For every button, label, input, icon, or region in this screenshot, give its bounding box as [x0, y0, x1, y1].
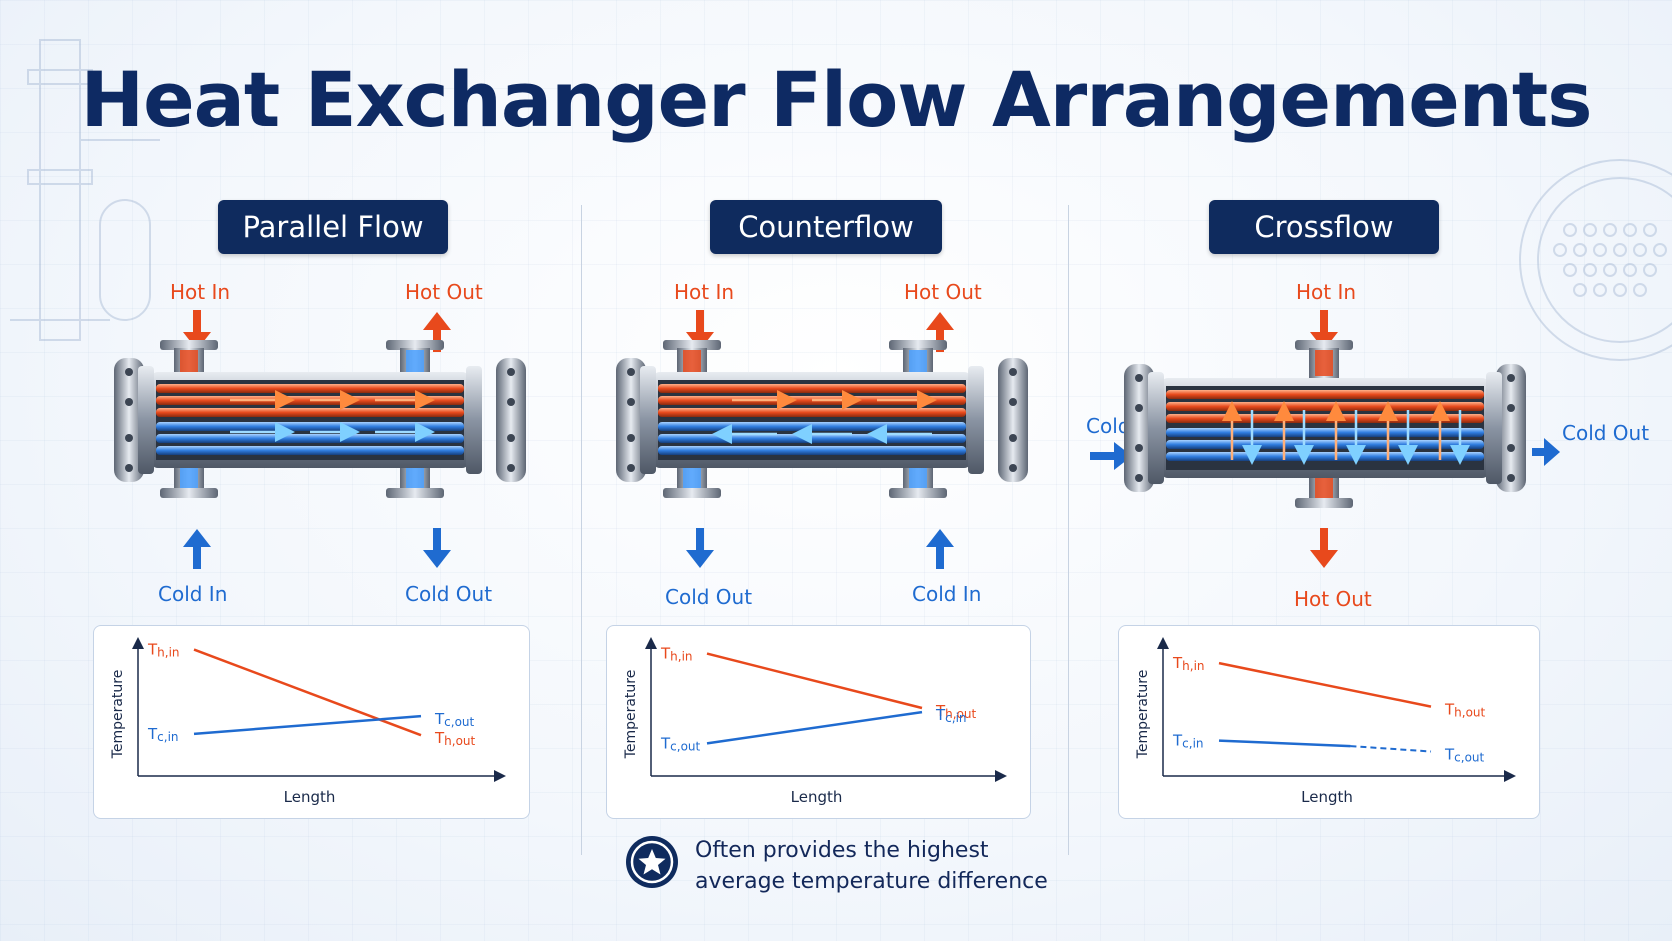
series-end-label: Th,out: [434, 729, 476, 748]
panel-title-parallel-flow: Parallel Flow: [218, 200, 448, 254]
x-axis-label: Length: [1301, 788, 1353, 806]
cold-out-arrow-icon: [423, 528, 451, 568]
counterflow-hot-in-label: Hot In: [674, 280, 735, 304]
series-line: [1218, 661, 1432, 708]
series-start-label: Tc,in: [147, 725, 179, 744]
note-line-2: average temperature difference: [695, 869, 1048, 894]
series-start-label: Th,in: [660, 645, 693, 664]
series-start-label: Tc,in: [1172, 732, 1204, 751]
series-line: [193, 648, 422, 737]
panel-divider: [581, 205, 582, 855]
panel-title-counterflow: Counterflow: [710, 200, 942, 254]
counterflow-hot-out-label: Hot Out: [904, 280, 982, 304]
series-end-label: Tc,in: [935, 706, 967, 725]
star-badge-icon: [626, 836, 678, 888]
y-axis-label: Temperature: [1135, 670, 1151, 760]
cold-out-arrow-icon: [1532, 438, 1560, 466]
parallel-cold-out-label: Cold Out: [405, 582, 493, 606]
cold-in-arrow-icon: [926, 529, 954, 569]
counterflow-cold-in-label: Cold In: [912, 582, 982, 606]
counterflow-cold-out-label: Cold Out: [665, 585, 753, 609]
series-line: [706, 652, 923, 710]
note-line-1: Often provides the highest: [695, 838, 989, 863]
series-end-label: Th,out: [935, 702, 977, 721]
counterflow-exchanger: [616, 310, 1028, 569]
series-line: [706, 710, 923, 745]
series-line: [193, 714, 422, 736]
parallel-hot-out-label: Hot Out: [405, 280, 483, 304]
parallel-cold-in-label: Cold In: [158, 582, 228, 606]
x-axis-label: Length: [284, 788, 336, 806]
series-start-label: Th,in: [1172, 654, 1205, 673]
x-axis-label: Length: [791, 788, 843, 806]
counterflow-note: Often provides the highest average tempe…: [695, 835, 1048, 897]
cold-in-arrow-icon: [1090, 442, 1132, 470]
panel-title-crossflow: Crossflow: [1209, 200, 1439, 254]
series-start-label: Th,in: [147, 641, 180, 660]
hot-out-arrow-icon: [1310, 528, 1338, 568]
parallel-hot-in-label: Hot In: [170, 280, 231, 304]
series-line-dashed: [1350, 745, 1432, 753]
series-start-label: Tc,out: [660, 734, 701, 753]
crossflow-hot-out-label: Hot Out: [1294, 587, 1372, 611]
series-end-label: Tc,out: [434, 710, 475, 729]
page-title: Heat Exchanger Flow Arrangements: [80, 55, 1593, 144]
series-end-label: Tc,out: [1444, 746, 1485, 765]
crossflow-exchanger: [1090, 310, 1560, 568]
panel-divider: [1068, 205, 1069, 855]
cold-in-arrow-icon: [183, 529, 211, 569]
parallel-flow-exchanger: [114, 310, 526, 569]
series-end-label: Th,out: [1444, 701, 1486, 720]
y-axis-label: Temperature: [110, 670, 126, 760]
crossflow-hot-in-label: Hot In: [1296, 280, 1357, 304]
series-line: [1218, 739, 1351, 748]
y-axis-label: Temperature: [623, 670, 639, 760]
crossflow-cold-out-label: Cold Out: [1562, 421, 1650, 445]
cold-out-arrow-icon: [686, 528, 714, 568]
